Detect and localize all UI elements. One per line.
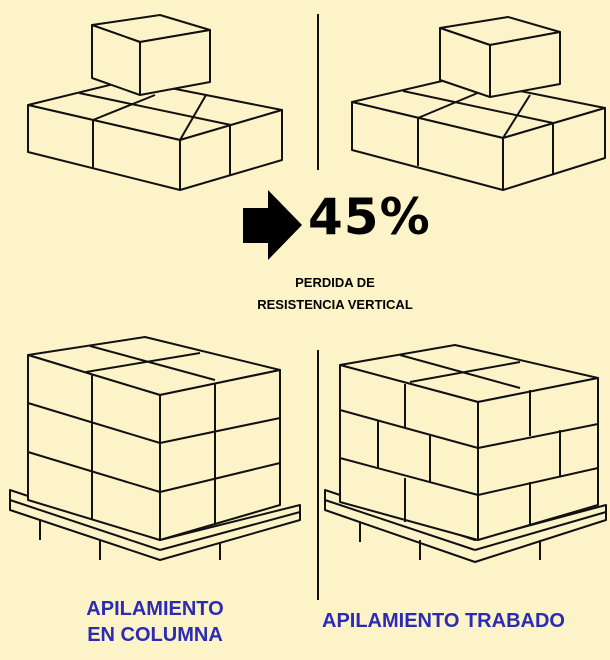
loss-percentage: 45% [308, 188, 431, 246]
caption-column-line-1: APILAMIENTO [86, 598, 224, 620]
bottom-left-column-pallet [9, 336, 301, 561]
top-right-interlocked-boxes [351, 16, 606, 191]
loss-label-line-2: RESISTENCIA VERTICAL [257, 297, 413, 312]
top-left-column-boxes [27, 14, 283, 191]
caption-column-line-2: EN COLUMNA [87, 624, 223, 646]
loss-arrow [243, 190, 302, 260]
bottom-right-interlocked-pallet [324, 344, 607, 563]
loss-label-line-1: PERDIDA DE [295, 275, 375, 290]
caption-interlocked: APILAMIENTO TRABADO [322, 610, 565, 632]
